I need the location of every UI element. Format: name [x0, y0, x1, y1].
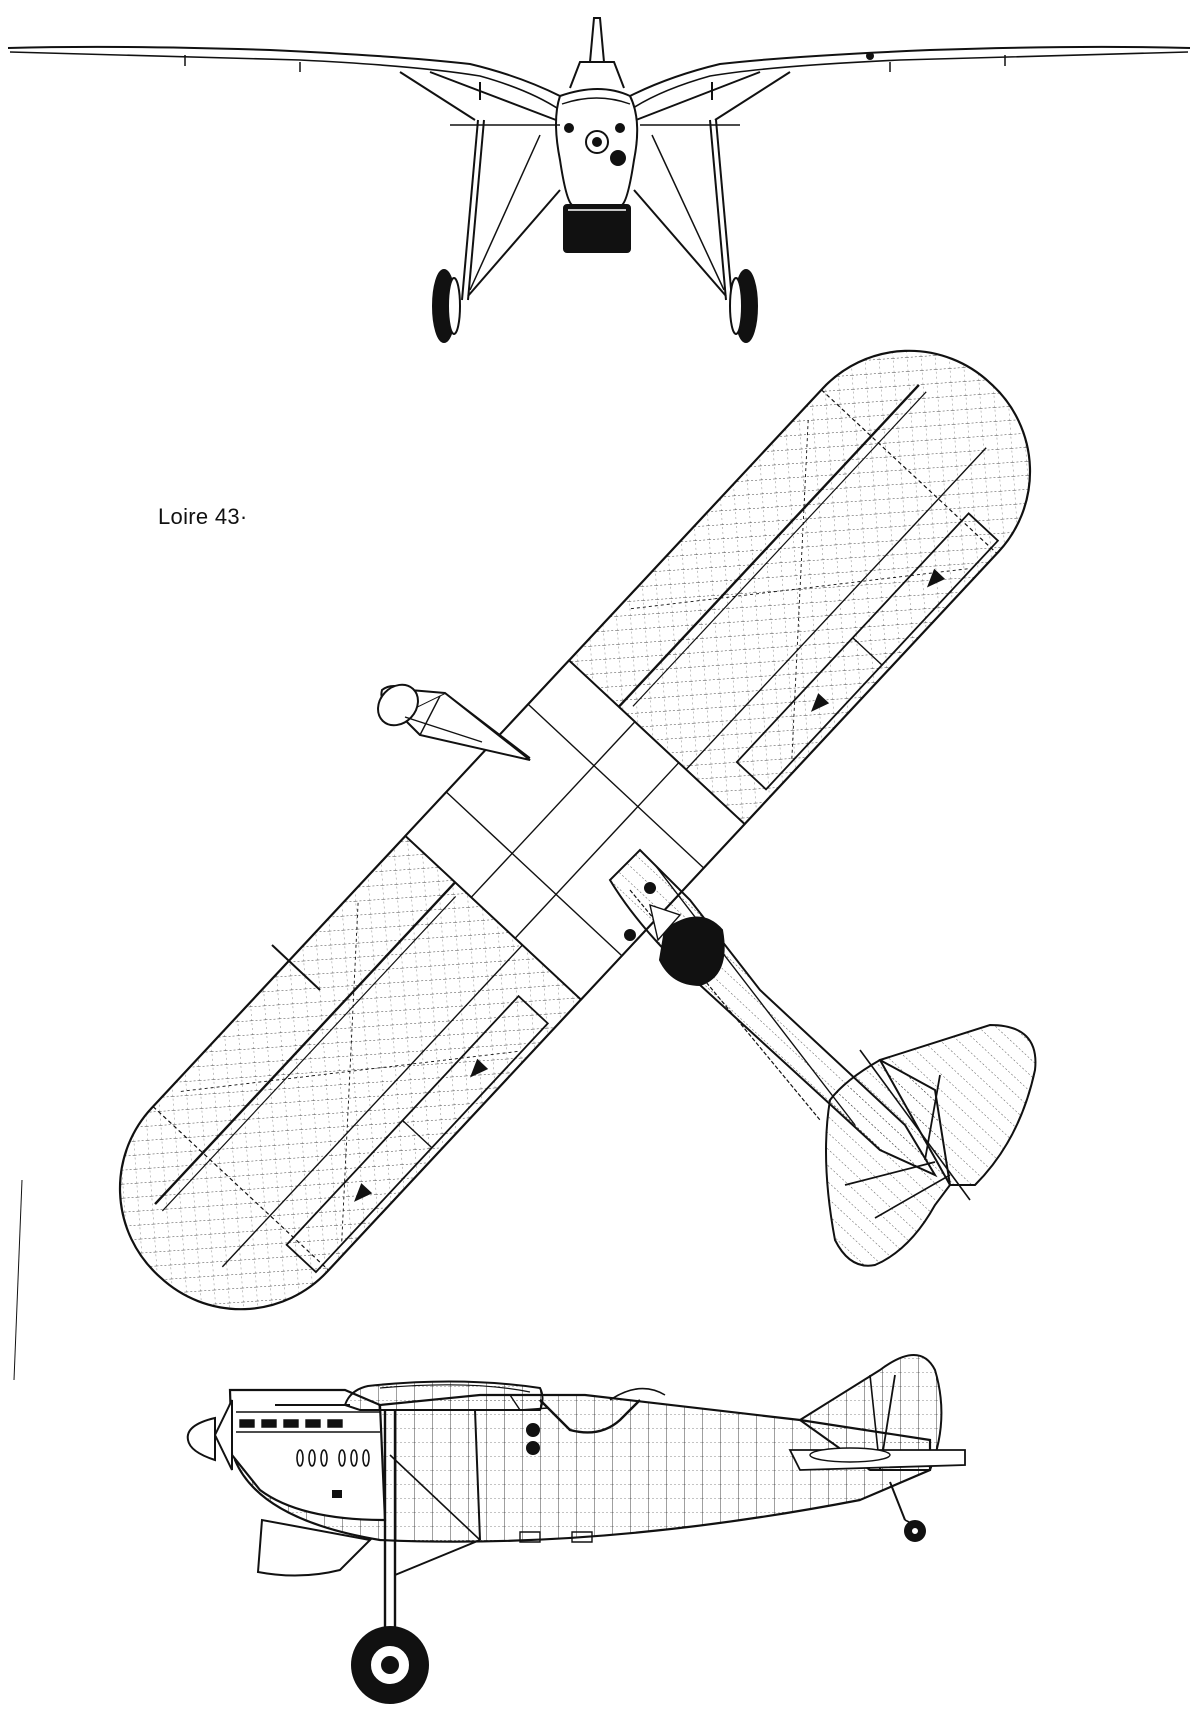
plan-spinner-icon: [370, 677, 426, 734]
plan-left-aileron: [287, 996, 548, 1272]
plan-cockpit: [660, 918, 724, 986]
side-wing: [345, 1381, 543, 1410]
plan-view: [0, 0, 1200, 1320]
side-radiator: [258, 1520, 370, 1576]
side-spinner: [188, 1418, 215, 1460]
side-fuselage: [230, 1395, 930, 1542]
front-wing-left-lower: [10, 52, 560, 110]
drawing-title: Loire 43·: [158, 504, 248, 529]
front-wing-right-lower: [630, 52, 1188, 110]
plan-tailplane: [826, 1025, 1035, 1266]
front-view: [0, 0, 1200, 360]
front-propeller-hub: [586, 131, 608, 153]
front-radiator: [564, 205, 630, 252]
front-wing-right: [630, 47, 1190, 96]
front-wing-left: [8, 47, 560, 96]
side-cockpit: [540, 1400, 640, 1432]
plan-nose: [370, 677, 530, 760]
front-cowling: [556, 89, 637, 205]
